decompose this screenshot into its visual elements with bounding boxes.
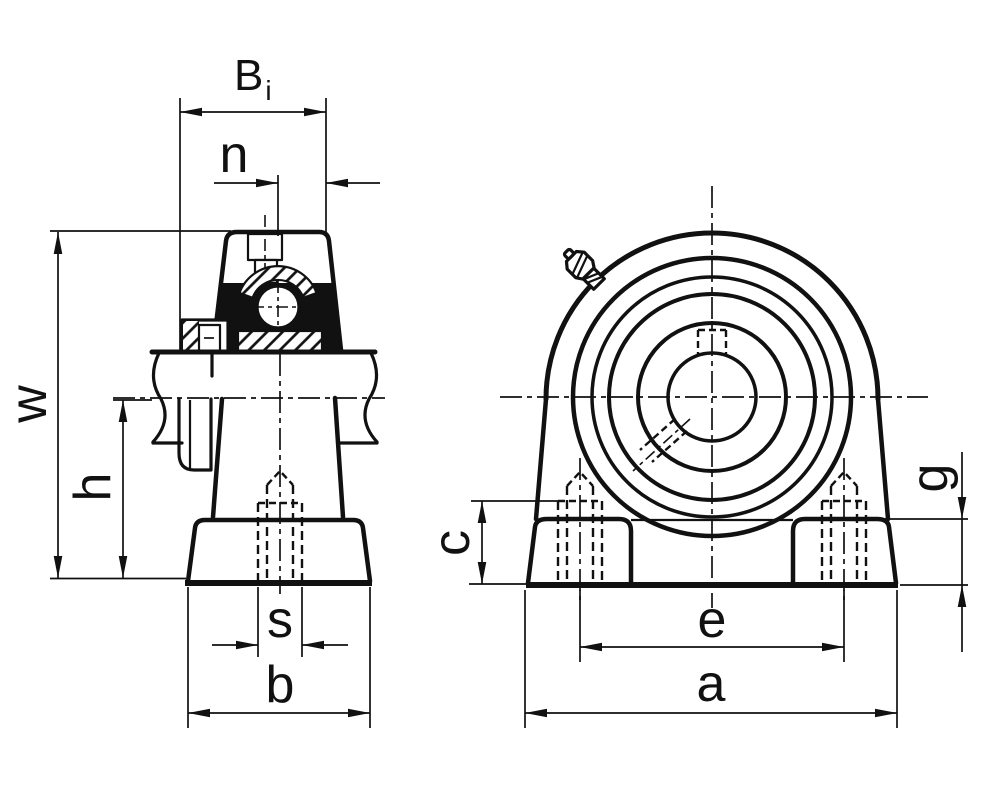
shaft [113, 349, 385, 445]
foot-tapped-hole-right [820, 458, 868, 600]
housing-outline [210, 229, 344, 353]
pedestal-side-left [210, 396, 225, 520]
dim-label-a: a [697, 655, 726, 713]
shaft-break-left [151, 351, 167, 444]
dim-label-c: c [423, 530, 481, 556]
keyway [696, 328, 728, 356]
dimension-n: n [214, 126, 380, 236]
fitting-thread-line [583, 272, 599, 281]
shaft-break-right [363, 351, 379, 444]
grease-fitting [562, 247, 606, 291]
dim-label-w: w [0, 385, 58, 424]
dome-side-left [533, 396, 549, 522]
dimension-b: b [187, 587, 371, 728]
dome-side-right [875, 396, 891, 522]
dim-label-n: n [220, 126, 249, 184]
collar-hatch [183, 321, 199, 351]
dim-label-b: b [266, 656, 295, 714]
base-outline [185, 517, 373, 584]
set-screw-hidden-hole [632, 418, 691, 472]
set-screw-wall [651, 430, 688, 463]
drill-point [566, 470, 594, 487]
dim-label-g: g [901, 464, 959, 493]
dim-label-h: h [64, 473, 122, 502]
dimension-g: g [879, 452, 968, 652]
dimension-w: w [0, 230, 231, 578]
dimension-bi: Bi [179, 51, 327, 351]
dimension-s: s [212, 587, 348, 657]
foot-right [790, 516, 899, 586]
drill-point [266, 469, 294, 486]
locking-collar [180, 318, 230, 354]
fitting-tip [562, 247, 576, 261]
pedestal-side-right [332, 395, 346, 520]
collar-lower-part [177, 397, 213, 472]
dim-label-s: s [267, 591, 293, 649]
set-screw-wall [639, 418, 676, 451]
fitting-thread-line [587, 275, 603, 284]
pedestal [50, 352, 373, 586]
fitting-hex-line [571, 251, 584, 274]
dimension-a: a [524, 590, 898, 728]
side-section-view: Bi n w h s [0, 51, 385, 728]
foot-left [525, 516, 634, 586]
foot-tapped-hole-left [556, 458, 604, 600]
dim-label-bi: Bi [234, 51, 272, 106]
fitting-hex-line [576, 255, 588, 279]
dimension-c: c [423, 500, 560, 585]
inner-ring-strip [236, 329, 324, 353]
dimension-h: h [64, 399, 152, 578]
front-view: c g e a [423, 186, 968, 728]
drill-point [830, 470, 858, 487]
dimension-e: e [579, 590, 845, 662]
dim-label-e: e [698, 591, 727, 649]
set-screw-axis [632, 418, 691, 472]
housing-section [210, 215, 344, 353]
outer-ring-band [238, 265, 318, 300]
base-tapped-hole [256, 354, 304, 594]
